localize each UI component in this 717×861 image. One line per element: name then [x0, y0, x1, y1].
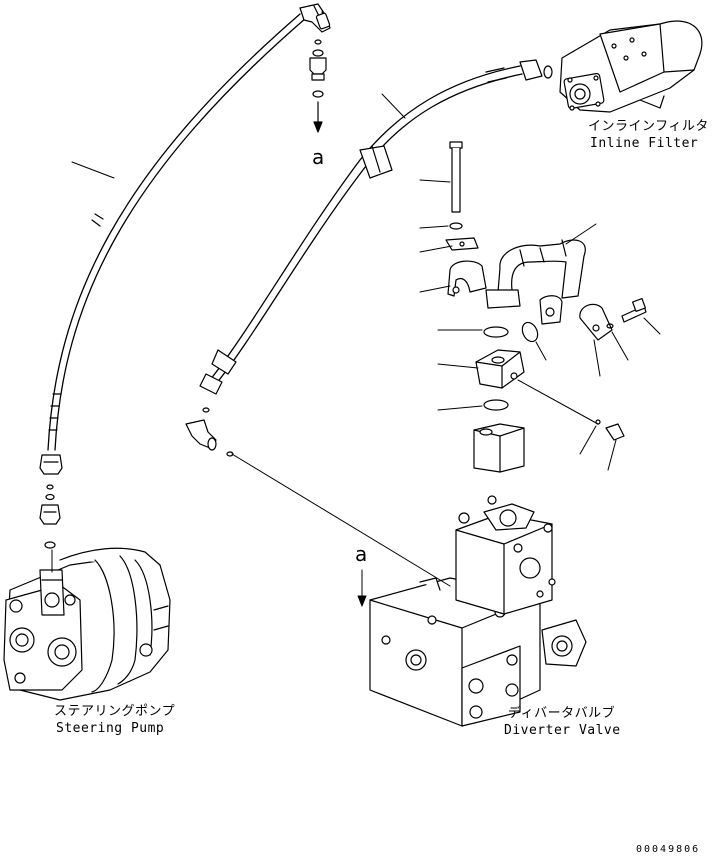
inline-filter-label-jp: インラインフィルタ	[588, 119, 709, 134]
small-bolt	[621, 297, 647, 323]
filter-tube	[485, 239, 586, 325]
inline-filter-label-en: Inline Filter	[590, 136, 699, 151]
oring-3	[483, 399, 509, 411]
pump-hose	[47, 13, 307, 451]
small-washer	[606, 323, 614, 329]
leader-lines	[51, 93, 661, 607]
pump-fittings	[39, 454, 63, 549]
ref-a-top: a	[312, 145, 325, 169]
long-bolt	[449, 141, 463, 213]
oring-filter	[521, 321, 539, 343]
ref-a-valve: a	[355, 542, 368, 566]
drawing-number: 00049806	[636, 844, 701, 855]
steering-pump	[3, 547, 171, 701]
top-elbow-fitting	[299, 3, 331, 33]
clamp-half	[447, 260, 487, 297]
flange-block	[475, 349, 525, 389]
inline-filter	[559, 20, 703, 113]
small-plug	[595, 419, 625, 441]
steering-pump-label-jp: ステアリングポンプ	[54, 704, 176, 719]
oring-2	[483, 326, 509, 338]
filter-hose	[199, 65, 523, 395]
filter-hose-fitting	[519, 59, 553, 81]
elbow-fitting-left	[185, 407, 234, 457]
plate	[445, 237, 479, 251]
diverter-valve-label-en: Diverter Valve	[504, 723, 621, 738]
diverter-valve-label-jp: ディバータバルブ	[508, 706, 616, 721]
top-fitting-stack	[309, 39, 327, 133]
split-flange	[579, 303, 613, 341]
diverter-valve	[369, 495, 587, 727]
adapter-block	[473, 423, 525, 473]
washer-1	[449, 222, 463, 230]
steering-pump-label-en: Steering Pump	[56, 721, 165, 736]
